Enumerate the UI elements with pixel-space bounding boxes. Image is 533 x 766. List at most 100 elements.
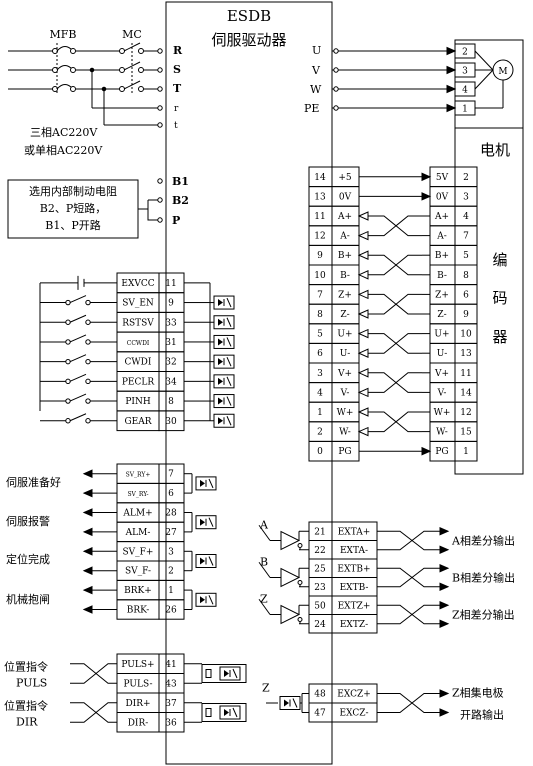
- mfb-label: MFB: [50, 28, 77, 41]
- encoder-pin-number: 0: [317, 447, 323, 457]
- pulse-pin-number: 36: [165, 718, 177, 728]
- input-pin-signal: GEAR: [124, 417, 151, 427]
- output-pin-signal: SV_F-: [125, 567, 151, 577]
- output-function-label: 机械抱闸: [6, 592, 50, 606]
- output-pin-number: 1: [168, 586, 174, 596]
- terminal-p: P: [172, 214, 180, 227]
- input-pin-signal: RSTSV: [122, 318, 154, 328]
- motor-label: 电机: [480, 141, 510, 159]
- diff-driver-icon: [280, 530, 301, 551]
- pulse-pin-signal: PULS+: [121, 660, 154, 670]
- pulse-label-line1: 位置指令: [4, 699, 48, 713]
- diff-channel-letter: Z: [260, 592, 268, 605]
- diff-pin-signal: EXTB+: [337, 564, 370, 574]
- oc-pin-signal: EXCZ+: [337, 690, 371, 700]
- motor-pin-signal: V+: [434, 369, 449, 379]
- output-pin-signal: ALM-: [125, 528, 151, 538]
- mc-label: MC: [122, 28, 142, 41]
- motor-pin-number: 8: [463, 271, 469, 281]
- motor-pin-signal: B+: [435, 251, 449, 261]
- brake-note-line2: B2、P短路，: [40, 201, 106, 215]
- pulse-pin-number: 43: [165, 679, 177, 689]
- encoder-pin-number: 6: [317, 349, 323, 359]
- diff-output-label: A相差分输出: [451, 534, 515, 548]
- output-function-label: 定位完成: [6, 552, 50, 566]
- encoder-pin-signal: V+: [337, 369, 352, 379]
- output-pin-number: 3: [168, 547, 174, 557]
- motor-pin-signal: W-: [436, 428, 448, 438]
- output-pin-number: 28: [165, 509, 177, 519]
- motor-pin-signal: A+: [434, 212, 449, 222]
- oc-output-label-line2: 开路输出: [460, 708, 504, 722]
- encoder-pin-signal: V-: [340, 388, 350, 398]
- driver-title: ESDB: [227, 7, 271, 25]
- input-pin-signal: SV_EN: [122, 299, 154, 309]
- encoder-pin-signal: B+: [338, 251, 352, 261]
- encoder-pin-number: 2: [317, 428, 323, 438]
- pulse-label-line2: DIR: [16, 716, 38, 729]
- encoder-pin-number: 12: [314, 232, 325, 242]
- pulse-terminal-block: PULS+41PULS-43DIR+37DIR-36位置指令PULS位置指令DI…: [4, 653, 247, 733]
- terminal-r-lower: r: [174, 104, 179, 114]
- motor-pin-number: 1: [463, 447, 469, 457]
- motor-pin-number: 1: [462, 105, 468, 115]
- oc-pin-number: 47: [314, 709, 326, 719]
- diff-pin-signal: EXTZ-: [340, 620, 368, 630]
- motor-pin-number: 4: [462, 86, 468, 96]
- motor-pin-signal: Z-: [437, 310, 446, 320]
- motor-num-cell: [454, 440, 478, 462]
- motor-pin-signal: B-: [437, 271, 447, 281]
- encoder-pin-number: 10: [314, 271, 326, 281]
- output-pin-signal: SV_F+: [123, 547, 154, 557]
- encoder-pin-number: 14: [314, 173, 326, 183]
- diff-pin-number: 23: [314, 583, 326, 593]
- encoder-pin-signal: A+: [337, 212, 352, 222]
- encoder-pin-number: 1: [317, 408, 323, 418]
- output-terminal-block: SV_RY+7SV_RY-6ALM+28ALM-27SV_F+3SV_F-2BR…: [6, 463, 217, 620]
- pulse-pin-number: 37: [165, 699, 177, 709]
- power-note-line2: 或单相AC220V: [24, 144, 103, 157]
- motor-pin-number: 5: [463, 251, 469, 261]
- pulse-pin-signal: PULS-: [124, 679, 153, 689]
- terminal-pe: PE: [304, 102, 319, 115]
- encoder-pin-signal: 0V: [339, 192, 352, 202]
- power-note-line1: 三相AC220V: [30, 126, 98, 139]
- encoder-pin-number: 11: [314, 212, 325, 222]
- brake-note-line1: 选用内部制动电阻: [29, 184, 117, 198]
- input-pin-signal: CWDI: [125, 358, 152, 368]
- brake-section: 选用内部制动电阻 B2、P短路， B1、P开路 B1 B2 P: [7, 175, 189, 239]
- encoder-pin-signal: B-: [340, 271, 350, 281]
- diff-pin-number: 50: [314, 601, 326, 611]
- input-pin-number: 8: [168, 397, 174, 407]
- input-pin-signal: EXVCC: [121, 279, 154, 289]
- output-function-label: 伺服报警: [6, 514, 50, 528]
- diff-pin-number: 25: [314, 564, 326, 574]
- diff-channel-letter: B: [260, 555, 268, 568]
- encoder-pin-signal: Z-: [340, 310, 349, 320]
- encoder-label-char-3: 器: [492, 328, 507, 346]
- encoder-pin-signal: Z+: [338, 290, 352, 300]
- input-pin-signal: PINH: [125, 397, 150, 407]
- motor-pin-number: 2: [463, 173, 469, 183]
- encoder-pin-number: 8: [317, 310, 323, 320]
- diff-output-label: B相差分输出: [452, 571, 515, 585]
- pulse-opto-box: [201, 664, 247, 683]
- motor-pin-signal: Z+: [435, 290, 449, 300]
- motor-pin-signal: U-: [437, 349, 447, 359]
- encoder-pin-signal: PG: [338, 447, 351, 457]
- input-pin-number: 9: [168, 299, 174, 309]
- power-section: MFB MC R S T r t 三相AC220V 或单相AC220V: [8, 28, 183, 157]
- pulse-opto-box: [201, 703, 247, 722]
- diff-pin-signal: EXTZ+: [338, 601, 371, 611]
- terminal-b2: B2: [172, 194, 189, 207]
- oc-output-label-line1: Z相集电极: [452, 686, 504, 700]
- input-pin-number: 31: [165, 338, 176, 348]
- output-pin-signal: SV_RY-: [127, 491, 148, 498]
- input-pin-signal: CCWDI: [127, 340, 150, 347]
- encoder-pin-signal: A-: [339, 232, 350, 242]
- diff-output-label: Z相差分输出: [452, 608, 515, 622]
- input-pin-number: 33: [165, 318, 177, 328]
- output-pin-number: 2: [168, 567, 174, 577]
- motor-pin-signal: A-: [436, 232, 447, 242]
- output-pin-signal: BRK-: [127, 606, 150, 616]
